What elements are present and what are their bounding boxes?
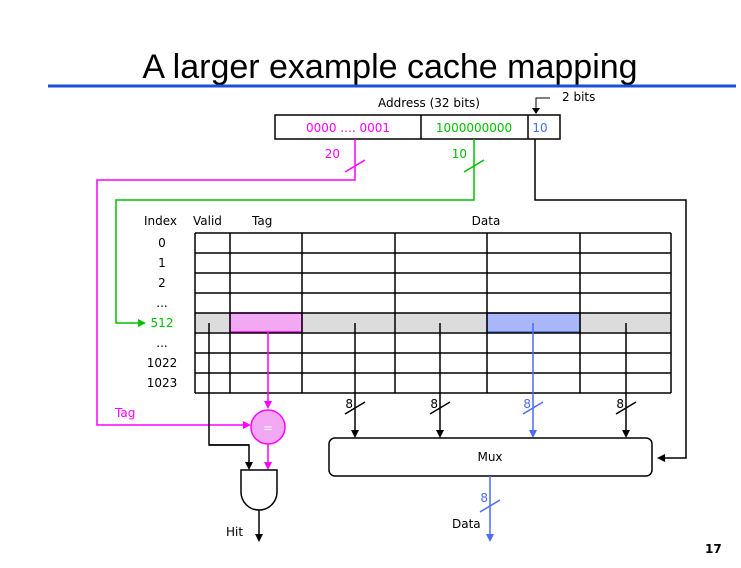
header-tag: Tag xyxy=(251,214,272,228)
offset-annotation: 2 bits xyxy=(562,90,595,104)
valid-to-and-wire xyxy=(209,444,253,470)
mux-input-width: 8 xyxy=(345,397,353,411)
mux-input-slash xyxy=(429,401,451,415)
mux-input-width: 8 xyxy=(523,397,531,411)
tag-bus-slash xyxy=(344,159,366,173)
index-bus-width: 10 xyxy=(452,147,467,161)
address-offset-field: 10 xyxy=(532,121,547,135)
valid-wire-top xyxy=(208,323,249,446)
address-index-field: 1000000000 xyxy=(436,121,512,135)
mux-output-label: Data xyxy=(452,517,481,531)
row-label: ... xyxy=(156,336,167,350)
mux-output-slash xyxy=(479,499,501,513)
row-label: 1023 xyxy=(147,376,178,390)
row-label: 1 xyxy=(158,256,166,270)
and-gate xyxy=(240,469,278,511)
highlighted-tag-cell xyxy=(229,312,303,333)
page-number: 17 xyxy=(705,542,722,556)
header-data: Data xyxy=(472,214,501,228)
slide-title: A larger example cache mapping xyxy=(142,48,637,86)
row-label: 1022 xyxy=(147,356,178,370)
mux-inputs: 8 8 8 8 xyxy=(344,323,637,438)
mux-output-width: 8 xyxy=(480,491,488,505)
index-bus-slash xyxy=(463,159,485,173)
header-valid: Valid xyxy=(193,214,222,228)
mux-input-width: 8 xyxy=(616,397,624,411)
cache-table xyxy=(194,232,672,394)
mux-input-slash xyxy=(615,401,637,415)
mux-input-slash xyxy=(344,401,366,415)
row-label: 512 xyxy=(151,316,174,330)
row-labels: 0 1 2... 512... 1022 1023 xyxy=(147,236,178,390)
mux-label: Mux xyxy=(477,450,502,464)
row-label: 0 xyxy=(158,236,166,250)
index-wire xyxy=(115,139,475,327)
address-label: Address (32 bits) xyxy=(378,96,480,110)
mux-input-slash xyxy=(522,401,544,415)
address-register xyxy=(274,114,561,140)
tag-wire xyxy=(96,139,356,429)
tag-bus-width: 20 xyxy=(325,147,340,161)
offset-wire xyxy=(534,139,687,462)
offset-annotation-arrowhead xyxy=(532,108,540,114)
tag-input-label: Tag xyxy=(114,406,135,420)
row-label: 2 xyxy=(158,276,166,290)
hit-label: Hit xyxy=(226,525,243,539)
address-tag-field: 0000 .... 0001 xyxy=(306,121,390,135)
comparator-symbol: = xyxy=(263,421,273,435)
row-label: ... xyxy=(156,296,167,310)
header-index: Index xyxy=(144,214,177,228)
mux-input-width: 8 xyxy=(430,397,438,411)
